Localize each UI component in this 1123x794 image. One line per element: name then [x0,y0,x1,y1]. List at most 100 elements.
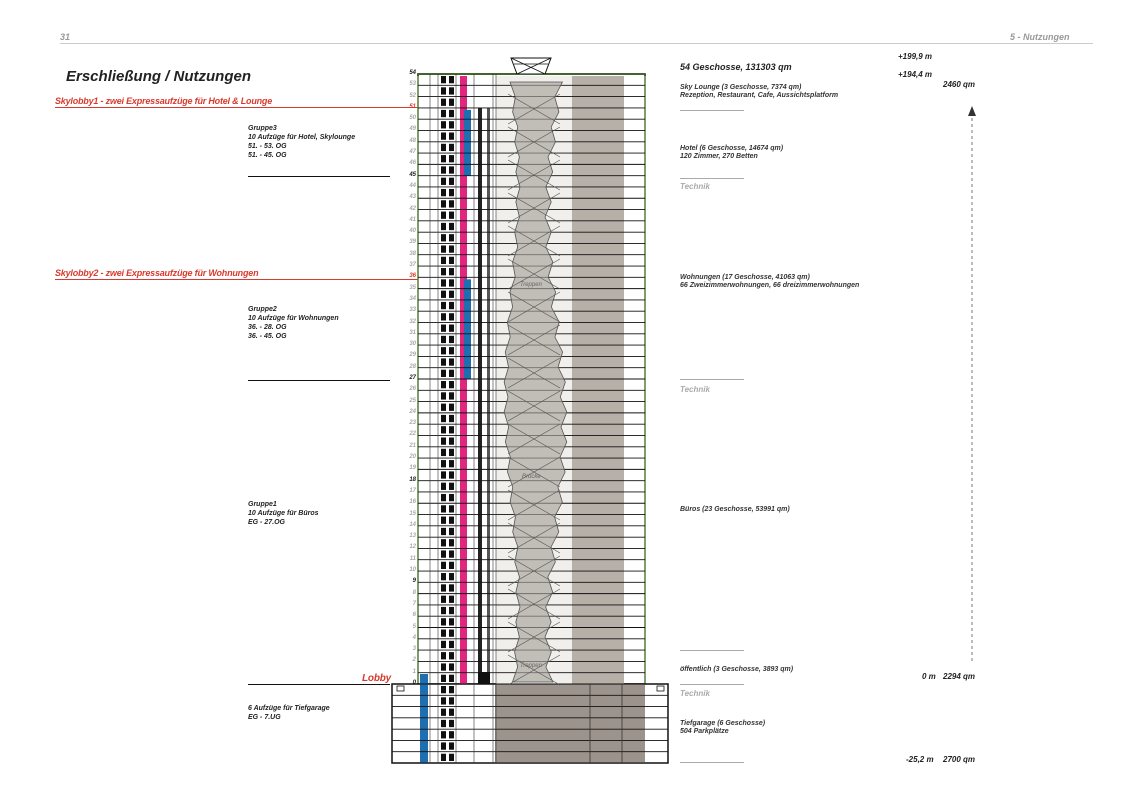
group3-divider [248,176,390,177]
height-top1: +199,9 m [898,52,933,61]
garage-group-line1: EG - 7.UG [248,714,281,721]
basement-icon-right [656,685,665,692]
chapter-label: 5 - Nutzungen [1010,32,1070,42]
floor-label: 38 [409,250,416,257]
garage-group-title: 6 Aufzüge für Tiefgarage [248,705,330,712]
core-block [449,618,454,626]
floor-label: 51 [409,103,416,110]
core-block [449,742,454,750]
facade-diagonal [507,225,561,257]
facade-diagonal [507,192,561,224]
facade-diagonal [507,390,561,422]
core-block [441,719,446,728]
core-block [449,663,454,671]
core-block [449,482,454,490]
core-block [449,674,454,682]
facade-diagonal [507,93,561,125]
tiefgarage-usage: Tiefgarage (6 Geschosse) 504 Parkplätze [680,720,765,736]
floor-label: 8 [412,589,416,596]
core-block [441,493,446,502]
core-block [441,527,446,536]
core-block [449,426,454,434]
core-block [441,234,446,242]
core-block [449,731,454,739]
divider-tiefgarage [680,762,744,763]
core-block [449,222,454,231]
sky-lounge-usage: Sky Lounge (3 Geschosse, 7374 qm) Rezept… [680,84,838,100]
floor-label: 3 [412,646,416,653]
floor-label: 52 [409,92,416,99]
stair-label-lower: Treppen [520,663,542,669]
elevator-shaft-garage [420,674,428,763]
core-block [441,98,446,106]
core-block [449,279,454,287]
hotel-usage: Hotel (6 Geschosse, 14674 qm) 120 Zimmer… [680,145,783,161]
floor-label: 19 [409,465,416,472]
skylobby2-line [55,279,418,280]
floor-label: 15 [409,510,416,517]
lobby-line [248,684,390,685]
core-block [441,663,446,671]
floor-label: 34 [409,295,416,302]
facade-diagonal [507,126,561,158]
core-block [441,606,446,615]
area-ground: 2294 qm [943,672,976,681]
technik-label-middle: Technik [680,385,710,394]
core-block [449,369,454,377]
core-block [441,268,446,276]
core-block [441,166,446,174]
floor-label: 26 [409,386,416,393]
floor-label: 16 [409,499,416,506]
elevator-shaft-office [460,76,467,684]
core-block [449,335,454,344]
core-block [449,606,454,615]
core-block [449,121,454,129]
core-block [441,109,446,118]
core-block [449,437,454,445]
facade-diagonal [507,456,561,488]
floor-label: 37 [409,262,416,269]
core-block [441,324,446,332]
wohnungen-usage: Wohnungen (17 Geschosse, 41063 qm) 66 Zw… [680,274,859,290]
core-block [449,87,454,95]
floor-label: 20 [409,454,416,461]
facade-diagonal [507,291,561,323]
floor-label: 40 [409,228,416,235]
wohnungen-line1: Wohnungen (17 Geschosse, 41063 qm) [680,274,810,281]
core-block [449,268,454,276]
floor-label: 50 [409,115,416,122]
floor-label: 18 [409,476,416,483]
floor-label: 43 [409,194,416,201]
core-block [441,121,446,129]
core-block [449,290,454,298]
facade-diagonal [507,423,561,455]
core-block [441,652,446,660]
core-block [449,697,454,705]
core-block [449,211,454,219]
core-block [449,448,454,457]
core-block [441,573,446,581]
core-block [441,697,446,705]
core-block [441,561,446,570]
group2-line3: 36. - 45. OG [248,333,287,340]
facade-diagonal [507,522,561,554]
core-block [441,550,446,558]
floor-label: 9 [412,578,416,585]
core-block [441,629,446,637]
facade-diagonal [507,489,561,521]
core-block [449,460,454,468]
core-block [449,380,454,389]
total-usage: 54 Geschosse, 131303 qm [680,62,792,72]
floor-label: 53 [409,81,416,88]
facade-diagonal [507,159,561,191]
core-block [449,505,454,513]
core-block [449,132,454,140]
core-block [449,595,454,603]
core-block [449,640,454,649]
hotel-line1: Hotel (6 Geschosse, 14674 qm) [680,145,784,152]
group3-block: Gruppe3 10 Aufzüge für Hotel, Skylounge … [248,124,355,160]
core-block [441,177,446,185]
group3-title: Gruppe3 [248,125,277,132]
floor-label: 39 [409,239,416,246]
